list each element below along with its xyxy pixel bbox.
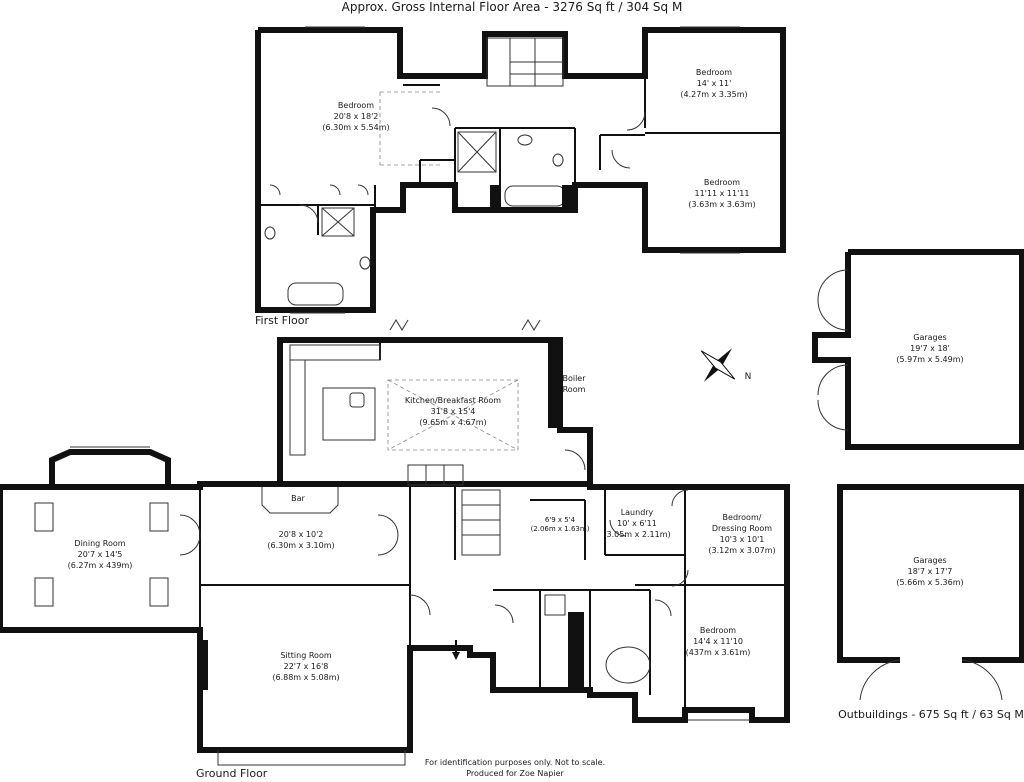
sitting-metric: (6.88m x 5.08m) <box>272 673 339 682</box>
hall-metric: (6.30m x 3.10m) <box>267 541 334 550</box>
dressing-imperial: 10'3 x 10'1 <box>720 535 765 544</box>
bedroom-ne-imperial: 14' x 11' <box>697 79 732 88</box>
bedroom-ne-metric: (4.27m x 3.35m) <box>680 90 747 99</box>
bedroom-se-imperial: 14'4 x 11'10 <box>693 637 743 646</box>
dining-metric: (6.27m x 439m) <box>68 561 133 570</box>
garages-bottom-metric: (5.66m x 5.36m) <box>896 578 963 587</box>
garages-top-metric: (5.97m x 5.49m) <box>896 355 963 364</box>
garages-bottom-plan: Garages 18'7 x 17'7 (5.66m x 5.36m) Outb… <box>837 484 1024 721</box>
compass-icon: N <box>700 348 752 382</box>
ground-floor-label: Ground Floor <box>196 767 268 780</box>
dining-imperial: 20'7 x 14'5 <box>78 550 123 559</box>
laundry-imperial: 10' x 6'11 <box>617 519 657 528</box>
store-metric: (2.06m x 1.63m) <box>531 525 590 533</box>
laundry-name: Laundry <box>621 508 654 517</box>
bedroom-e-name: Bedroom <box>704 178 740 187</box>
garages-top-name: Garages <box>913 333 946 342</box>
bedroom-large-name: Bedroom <box>338 101 374 110</box>
kitchen-metric: (9.65m x 4.67m) <box>419 418 486 427</box>
bedroom-large-metric: (6.30m x 5.54m) <box>322 123 389 132</box>
bedroom-ne-name: Bedroom <box>696 68 732 77</box>
dining-name: Dining Room <box>74 539 125 548</box>
hall-imperial: 20'8 x 10'2 <box>279 530 324 539</box>
bedroom-e-metric: (3.63m x 3.63m) <box>688 200 755 209</box>
sitting-imperial: 22'7 x 16'8 <box>284 662 329 671</box>
boiler-line1: Boiler <box>562 374 586 383</box>
garages-top-plan: Garages 19'7 x 18' (5.97m x 5.49m) <box>812 249 1024 450</box>
bedroom-e-imperial: 11'11 x 11'11 <box>695 189 750 198</box>
disclaimer-text: For identification purposes only. Not to… <box>425 758 605 767</box>
store-imperial: 6'9 x 5'4 <box>545 516 576 524</box>
bedroom-se-metric: (437m x 3.61m) <box>686 648 751 657</box>
bar-name: Bar <box>291 494 305 503</box>
dressing-line2: Dressing Room <box>712 524 772 533</box>
kitchen-imperial: 31'8 x 15'4 <box>431 407 476 416</box>
boiler-line2: Room <box>563 385 586 394</box>
dressing-metric: (3.12m x 3.07m) <box>708 546 775 555</box>
outbuildings-label: Outbuildings - 675 Sq ft / 63 Sq M <box>838 708 1024 721</box>
laundry-metric: (3.05m x 2.11m) <box>603 530 670 539</box>
compass-north-label: N <box>745 372 752 382</box>
floor-area-title: Approx. Gross Internal Floor Area - 3276… <box>342 0 683 14</box>
garages-bottom-imperial: 18'7 x 17'7 <box>908 567 953 576</box>
bedroom-se-name: Bedroom <box>700 626 736 635</box>
ground-floor-plan: Kitchen/Breakfast Room 31'8 x 15'4 (9.65… <box>0 319 790 780</box>
sitting-name: Sitting Room <box>280 651 331 660</box>
dressing-line1: Bedroom/ <box>723 513 762 522</box>
producer-text: Produced for Zoe Napier <box>466 769 564 778</box>
first-floor-plan: Bedroom 20'8 x 18'2 (6.30m x 5.54m) Bedr… <box>255 26 786 327</box>
garages-top-imperial: 19'7 x 18' <box>910 344 950 353</box>
first-floor-label: First Floor <box>255 314 309 327</box>
kitchen-name: Kitchen/Breakfast Room <box>405 396 501 405</box>
garages-bottom-name: Garages <box>913 556 946 565</box>
bedroom-large-imperial: 20'8 x 18'2 <box>334 112 379 121</box>
